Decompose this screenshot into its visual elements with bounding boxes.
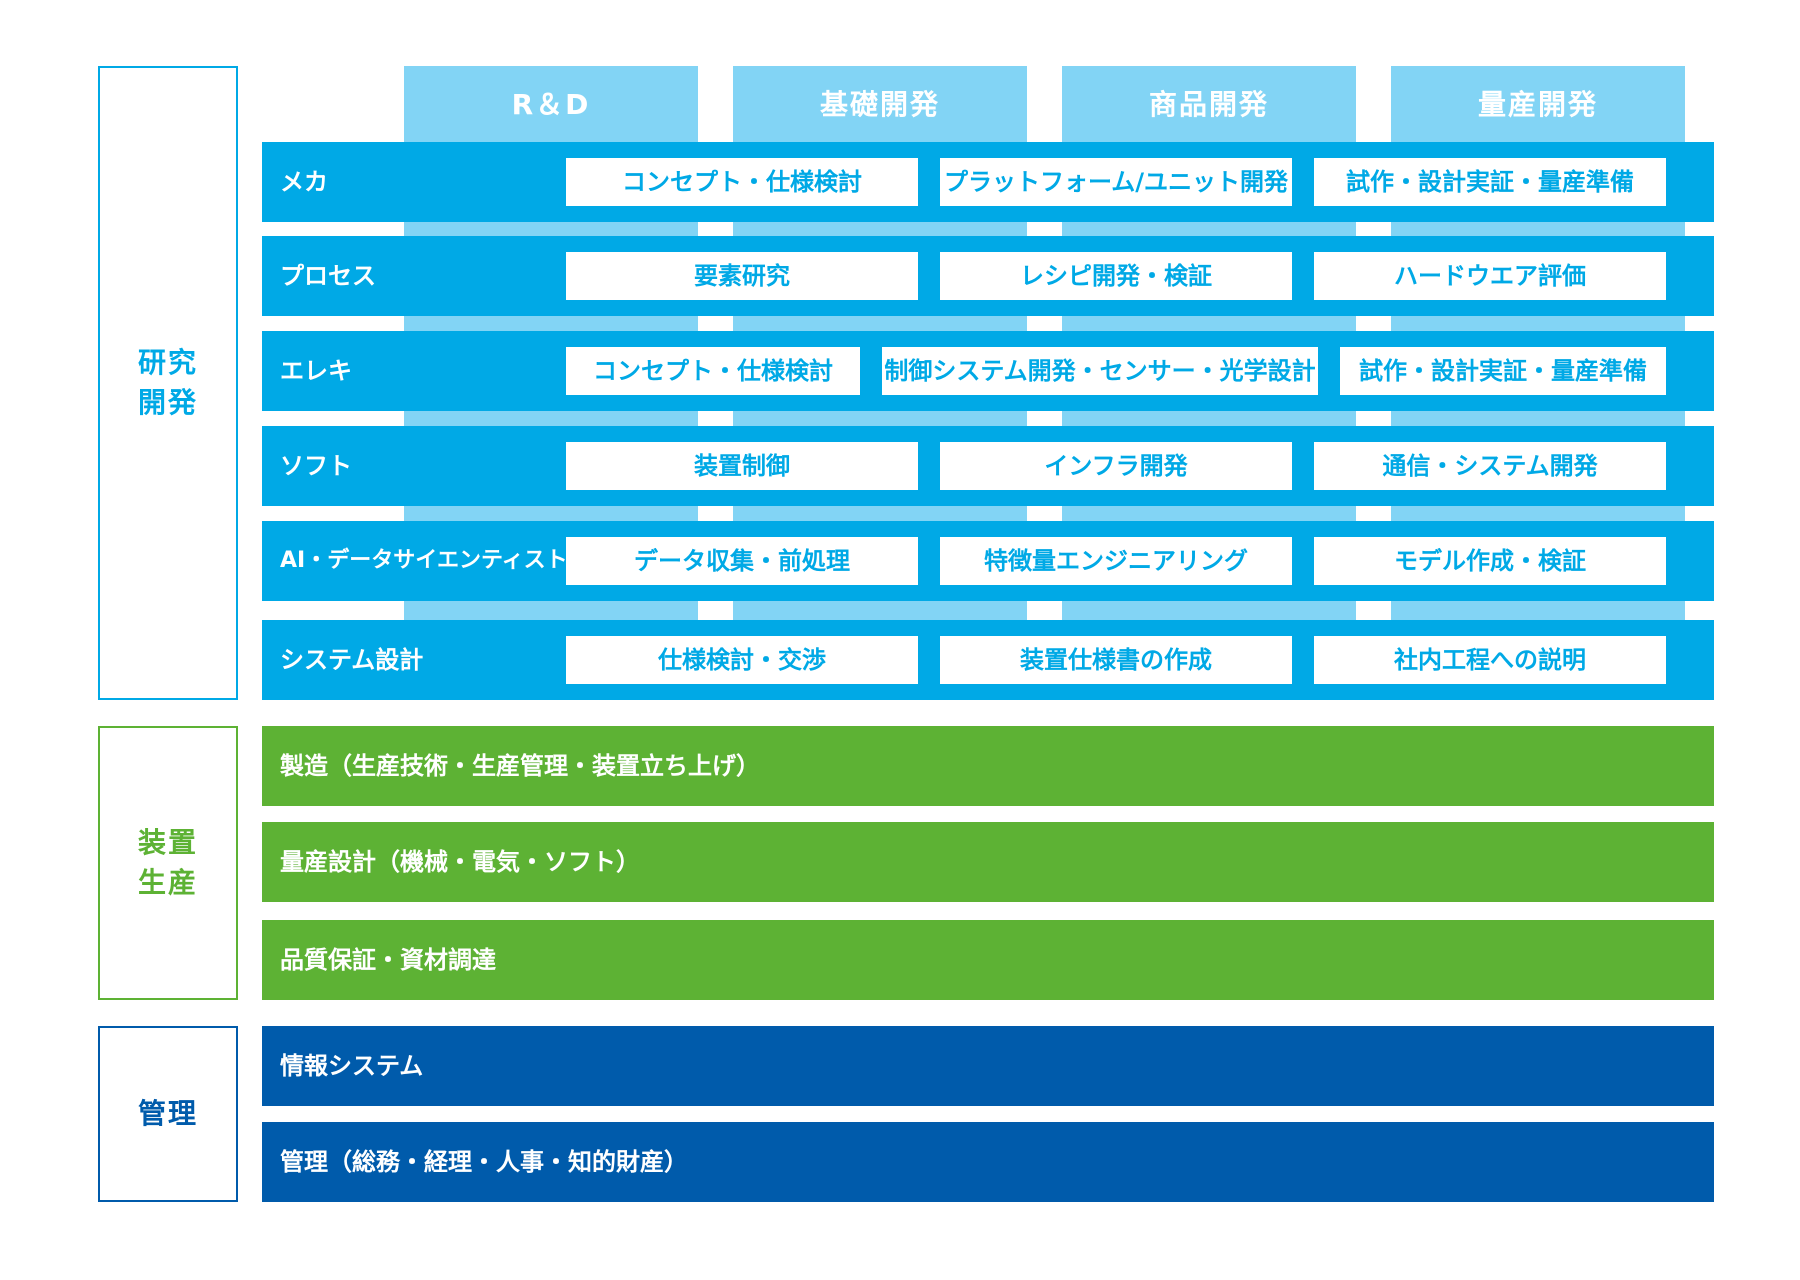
rd-cell: 通信・システム開発: [1314, 442, 1666, 490]
rd-band-mecha: メカ コンセプト・仕様検討 プラットフォーム/ユニット開発 試作・設計実証・量産…: [262, 142, 1714, 222]
rd-band-label: システム設計: [280, 646, 424, 674]
rd-cell: プラットフォーム/ユニット開発: [940, 158, 1292, 206]
production-band-label: 製造（生産技術・生産管理・装置立ち上げ）: [280, 752, 760, 780]
group-production: 装置生産: [98, 726, 238, 1000]
production-band-manufacturing: 製造（生産技術・生産管理・装置立ち上げ）: [262, 726, 1714, 806]
group-rd-label: 研究開発: [137, 346, 198, 419]
rd-cell: コンセプト・仕様検討: [566, 347, 860, 395]
rd-band-label: ソフト: [280, 452, 352, 480]
group-management-label: 管理: [137, 1097, 198, 1130]
rd-cell: コンセプト・仕様検討: [566, 158, 918, 206]
production-band-mass-design: 量産設計（機械・電気・ソフト）: [262, 822, 1714, 902]
rd-band-ai: AI・データサイエンティスト データ収集・前処理 特徴量エンジニアリング モデル…: [262, 521, 1714, 601]
rd-band-label: AI・データサイエンティスト: [280, 548, 568, 573]
rd-band-electronics: エレキ コンセプト・仕様検討 制御システム開発・センサー・光学設計 試作・設計実…: [262, 331, 1714, 411]
rd-band-process: プロセス 要素研究 レシピ開発・検証 ハードウエア評価: [262, 236, 1714, 316]
rd-band-system-design: システム設計 仕様検討・交渉 装置仕様書の作成 社内工程への説明: [262, 620, 1714, 700]
management-band-label: 情報システム: [280, 1052, 424, 1080]
rd-cell: ハードウエア評価: [1314, 252, 1666, 300]
management-band-admin: 管理（総務・経理・人事・知的財産）: [262, 1122, 1714, 1202]
management-band-it: 情報システム: [262, 1026, 1714, 1106]
rd-cell: 特徴量エンジニアリング: [940, 537, 1292, 585]
rd-cell: 装置制御: [566, 442, 918, 490]
rd-cell: レシピ開発・検証: [940, 252, 1292, 300]
rd-cell: 装置仕様書の作成: [940, 636, 1292, 684]
rd-cell: 試作・設計実証・量産準備: [1314, 158, 1666, 206]
rd-band-label: メカ: [280, 168, 328, 196]
rd-band-label: エレキ: [280, 357, 352, 385]
production-band-label: 量産設計（機械・電気・ソフト）: [280, 848, 640, 876]
phase-header-2: 基礎開発: [819, 88, 940, 121]
production-band-label: 品質保証・資材調達: [280, 946, 496, 974]
group-rd: 研究開発: [98, 66, 238, 700]
rd-band-software: ソフト 装置制御 インフラ開発 通信・システム開発: [262, 426, 1714, 506]
rd-band-label: プロセス: [280, 262, 376, 290]
phase-header-4: 量産開発: [1477, 88, 1598, 121]
rd-cell: データ収集・前処理: [566, 537, 918, 585]
rd-cell: 制御システム開発・センサー・光学設計: [882, 347, 1318, 395]
group-management: 管理: [98, 1026, 238, 1202]
group-production-label: 装置生産: [137, 826, 198, 899]
rd-cell: モデル作成・検証: [1314, 537, 1666, 585]
production-band-quality: 品質保証・資材調達: [262, 920, 1714, 1000]
rd-cell: 社内工程への説明: [1314, 636, 1666, 684]
phase-header-3: 商品開発: [1148, 88, 1269, 121]
rd-cell: インフラ開発: [940, 442, 1292, 490]
rd-cell: 仕様検討・交渉: [566, 636, 918, 684]
management-band-label: 管理（総務・経理・人事・知的財産）: [280, 1148, 688, 1176]
phase-header-1: R＆D: [511, 88, 591, 121]
rd-cell: 試作・設計実証・量産準備: [1340, 347, 1666, 395]
rd-cell: 要素研究: [566, 252, 918, 300]
